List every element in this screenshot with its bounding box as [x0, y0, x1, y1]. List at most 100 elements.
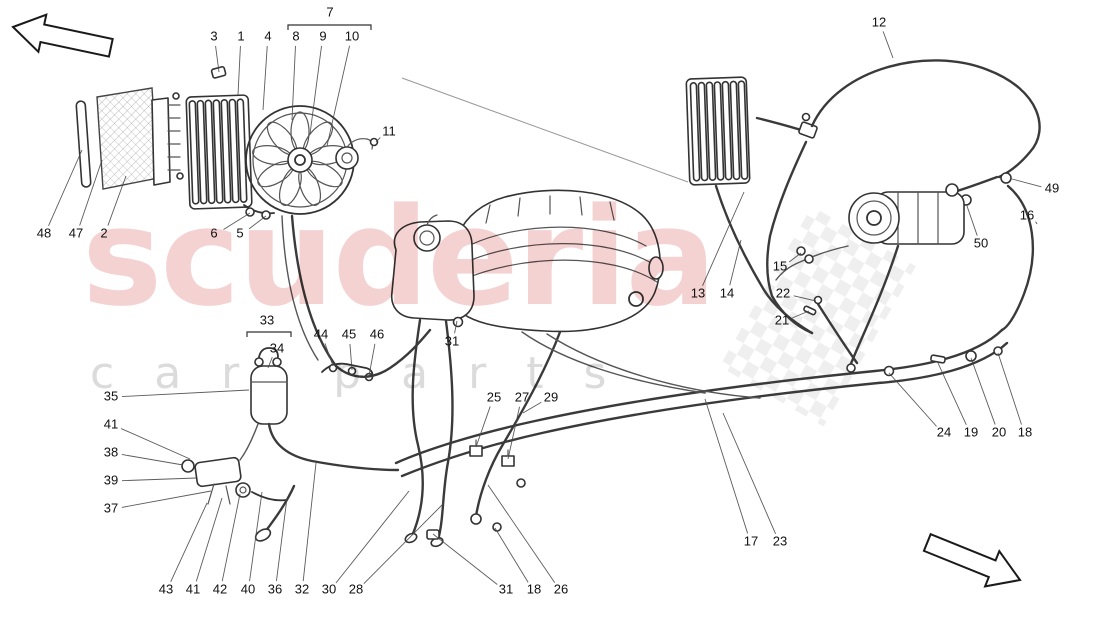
leader-line-49-14 [1011, 178, 1042, 188]
part-number-37-35: 37 [104, 500, 118, 515]
leader-line-41-43 [195, 497, 223, 582]
part-number-48-8: 48 [37, 225, 51, 240]
part-number-27-29: 27 [515, 389, 529, 404]
leader-line-5-12 [248, 215, 267, 230]
group-bracket-1 [246, 331, 292, 337]
leader-line-17-40 [704, 398, 749, 534]
part-number-35-31: 35 [104, 388, 118, 403]
leader-line-25-28 [475, 406, 491, 448]
part-number-39-34: 39 [104, 472, 118, 487]
heat-exchanger-panel [75, 87, 184, 190]
leader-line-20-38 [970, 357, 996, 425]
part-number-2-10: 2 [100, 225, 107, 240]
part-number-11-7: 11 [382, 123, 396, 138]
leader-line-44-24 [324, 343, 334, 367]
part-number-22-20: 22 [776, 285, 790, 300]
fan-motor [335, 137, 379, 170]
part-number-4-3: 4 [264, 28, 271, 43]
part-number-43-42: 43 [159, 581, 173, 596]
part-number-50-16: 50 [974, 235, 988, 250]
leader-line-39-34 [121, 477, 197, 482]
leader-line-32-47 [302, 462, 317, 582]
ac-compressor [848, 183, 965, 245]
part-number-10-6: 10 [345, 28, 359, 43]
leader-line-46-26 [368, 343, 376, 377]
part-number-34-23: 34 [270, 340, 284, 355]
leader-line-27-29 [507, 406, 520, 460]
hose-12-loop [755, 59, 1041, 206]
leader-line-13-18 [702, 191, 745, 286]
leader-line-48-8 [48, 149, 83, 226]
engine-airbox [449, 189, 664, 333]
leader-line-18-51 [494, 527, 529, 583]
part-number-26-52: 26 [554, 581, 568, 596]
leader-line-30-48 [335, 490, 410, 584]
part-number-8-4: 8 [292, 28, 299, 43]
part-number-19-37: 19 [964, 424, 978, 439]
part-number-9-5: 9 [319, 28, 326, 43]
leader-line-15-17 [788, 252, 802, 263]
valve-assembly [181, 456, 296, 542]
divider-line [401, 77, 689, 183]
leader-line-43-42 [170, 502, 208, 583]
part-number-30-48: 30 [322, 581, 336, 596]
leader-line-40-45 [249, 491, 263, 582]
leader-line-12-13 [882, 31, 894, 59]
leader-line-23-41 [722, 412, 776, 534]
leader-line-22-20 [793, 295, 817, 302]
part-number-41-43: 41 [186, 581, 200, 596]
leader-line-42-44 [221, 493, 241, 582]
part-number-1-2: 1 [237, 28, 244, 43]
leader-line-35-31 [121, 389, 250, 397]
part-number-31-27: 31 [445, 333, 459, 348]
leader-line-19-37 [937, 362, 967, 426]
refrigerant-pipes [239, 140, 1034, 548]
leader-line-16-15 [1035, 221, 1038, 225]
leader-line-34-23 [267, 356, 273, 369]
leader-line-47-9 [79, 159, 103, 226]
part-number-12-13: 12 [872, 14, 886, 29]
checkered-flag-watermark [719, 206, 916, 427]
part-number-21-21: 21 [775, 312, 789, 327]
cooler-mount-clip [210, 65, 275, 220]
part-number-23-41: 23 [773, 533, 787, 548]
part-number-42-44: 42 [213, 581, 227, 596]
part-number-20-38: 20 [992, 424, 1006, 439]
part-number-14-19: 14 [720, 285, 734, 300]
leader-line-6-11 [223, 212, 251, 230]
part-number-18-39: 18 [1018, 424, 1032, 439]
part-number-46-26: 46 [370, 326, 384, 341]
leader-line-21-21 [792, 310, 810, 319]
part-number-29-30: 29 [544, 389, 558, 404]
part-number-44-24: 44 [314, 326, 328, 341]
leader-line-28-49 [363, 502, 445, 584]
part-number-31-50: 31 [499, 581, 513, 596]
group-bracket-0 [287, 24, 372, 30]
left-oil-cooler [185, 94, 253, 210]
leader-line-18-39 [997, 352, 1022, 425]
next-page-arrow-icon [922, 532, 1022, 588]
part-number-7-0: 7 [326, 4, 333, 19]
leader-line-10-6 [326, 45, 350, 147]
part-number-5-12: 5 [236, 225, 243, 240]
part-number-49-14: 49 [1045, 180, 1059, 195]
part-number-32-47: 32 [295, 581, 309, 596]
leader-line-14-19 [729, 239, 742, 286]
part-number-3-1: 3 [210, 28, 217, 43]
leader-line-29-30 [522, 401, 542, 414]
leader-line-31-27 [454, 320, 458, 334]
part-number-41-32: 41 [104, 416, 118, 431]
part-number-25-28: 25 [487, 389, 501, 404]
part-number-24-36: 24 [937, 424, 951, 439]
prev-page-arrow-icon [11, 13, 114, 58]
receiver-drier [250, 347, 288, 425]
leader-line-4-3 [262, 45, 268, 111]
leader-line-45-25 [349, 343, 353, 371]
part-number-40-45: 40 [241, 581, 255, 596]
leader-line-37-35 [121, 490, 212, 508]
part-number-36-46: 36 [268, 581, 282, 596]
part-number-18-51: 18 [527, 581, 541, 596]
part-number-6-11: 6 [210, 225, 217, 240]
